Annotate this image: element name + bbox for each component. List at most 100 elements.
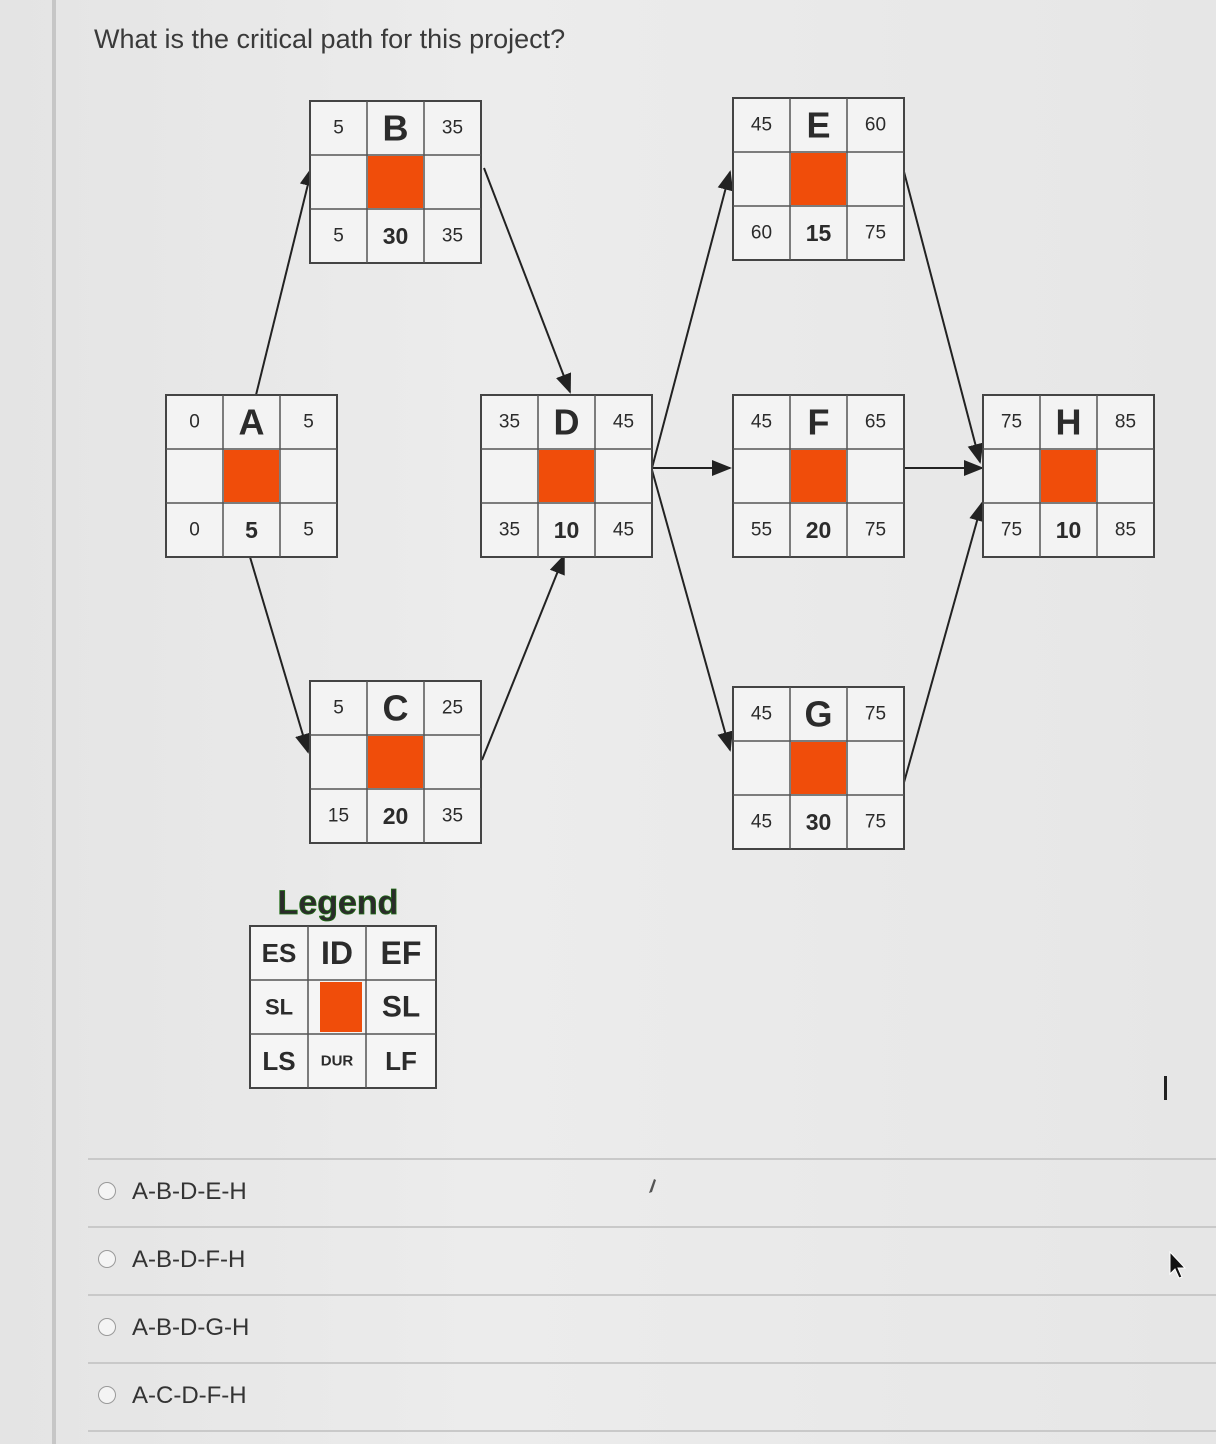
activity-node-h: 75 H 85 75 10 85 bbox=[982, 394, 1155, 558]
legend-sl-left: SL bbox=[265, 995, 293, 1020]
early-start: 45 bbox=[751, 704, 772, 725]
activity-id: A bbox=[239, 402, 265, 443]
legend-color-block bbox=[320, 982, 362, 1032]
activity-color-block bbox=[791, 153, 846, 205]
activity-id: E bbox=[806, 105, 830, 146]
duration: 30 bbox=[806, 809, 832, 835]
late-finish: 5 bbox=[303, 520, 314, 541]
early-start: 45 bbox=[751, 115, 772, 136]
early-finish: 45 bbox=[613, 412, 634, 433]
early-start: 5 bbox=[333, 118, 344, 139]
late-start: 15 bbox=[328, 806, 349, 827]
duration: 10 bbox=[554, 517, 580, 543]
legend-ef: EF bbox=[381, 935, 422, 971]
i-beam-icon bbox=[1164, 1076, 1167, 1100]
late-finish: 35 bbox=[442, 226, 463, 247]
radio-button-icon[interactable] bbox=[98, 1182, 116, 1200]
legend-dur: DUR bbox=[321, 1053, 354, 1070]
late-start: 45 bbox=[751, 812, 772, 833]
activity-node-b: 5 B 35 5 30 35 bbox=[309, 100, 482, 264]
early-start: 45 bbox=[751, 412, 772, 433]
activity-node-g: 45 G 75 45 30 75 bbox=[732, 686, 905, 850]
pen-mark-icon bbox=[649, 1179, 656, 1193]
legend-lf: LF bbox=[385, 1046, 417, 1076]
duration: 30 bbox=[383, 223, 409, 249]
answer-options: A-B-D-E-H A-B-D-F-H A-B-D-G-H A-C-D-F-H bbox=[88, 1158, 1216, 1432]
duration: 10 bbox=[1056, 517, 1082, 543]
activity-color-block bbox=[791, 450, 846, 502]
early-start: 0 bbox=[189, 412, 200, 433]
early-finish: 60 bbox=[865, 115, 886, 136]
activity-color-block bbox=[791, 742, 846, 794]
early-start: 35 bbox=[499, 412, 520, 433]
early-start: 75 bbox=[1001, 412, 1022, 433]
arrow-a-to-c bbox=[249, 556, 311, 754]
arrow-cursor-icon bbox=[1169, 1250, 1187, 1279]
activity-id: C bbox=[383, 688, 409, 729]
late-finish: 35 bbox=[442, 806, 463, 827]
early-finish: 65 bbox=[865, 412, 886, 433]
arrow-g-to-h bbox=[902, 501, 985, 787]
radio-button-icon[interactable] bbox=[98, 1318, 116, 1336]
legend-id: ID bbox=[321, 935, 353, 971]
late-start: 5 bbox=[333, 226, 344, 247]
late-finish: 85 bbox=[1115, 520, 1136, 541]
duration: 15 bbox=[806, 220, 832, 246]
duration: 20 bbox=[806, 517, 832, 543]
activity-id: G bbox=[804, 694, 832, 735]
page-left-border bbox=[52, 0, 56, 1444]
early-finish: 75 bbox=[865, 704, 886, 725]
duration: 5 bbox=[245, 517, 258, 543]
arrow-c-to-d bbox=[481, 554, 565, 761]
radio-button-icon[interactable] bbox=[98, 1386, 116, 1404]
arrow-a-to-b bbox=[255, 166, 316, 396]
activity-color-block bbox=[368, 156, 423, 208]
late-finish: 75 bbox=[865, 812, 886, 833]
late-start: 35 bbox=[499, 520, 520, 541]
option-4[interactable]: A-C-D-F-H bbox=[88, 1362, 1216, 1432]
activity-color-block bbox=[539, 450, 594, 502]
option-1[interactable]: A-B-D-E-H bbox=[88, 1158, 1216, 1226]
early-finish: 5 bbox=[303, 412, 314, 433]
activity-id: B bbox=[383, 108, 409, 149]
question-text: What is the critical path for this proje… bbox=[94, 24, 566, 54]
early-finish: 85 bbox=[1115, 412, 1136, 433]
late-start: 75 bbox=[1001, 520, 1022, 541]
radio-button-icon[interactable] bbox=[98, 1250, 116, 1268]
early-finish: 25 bbox=[442, 698, 463, 719]
activity-id: F bbox=[808, 402, 830, 443]
arrow-d-to-e bbox=[651, 170, 734, 469]
activity-color-block bbox=[368, 736, 423, 788]
activity-id: D bbox=[554, 402, 580, 443]
duration: 20 bbox=[383, 803, 409, 829]
late-start: 0 bbox=[189, 520, 200, 541]
network-arrows bbox=[249, 166, 985, 787]
legend-es: ES bbox=[262, 938, 297, 968]
activity-node-c: 5 C 25 15 20 35 bbox=[309, 680, 482, 844]
late-start: 55 bbox=[751, 520, 772, 541]
option-label: A-B-D-G-H bbox=[132, 1314, 250, 1341]
late-finish: 45 bbox=[613, 520, 634, 541]
early-start: 5 bbox=[333, 698, 344, 719]
option-3[interactable]: A-B-D-G-H bbox=[88, 1294, 1216, 1362]
arrow-e-to-h bbox=[902, 167, 984, 464]
activity-color-block bbox=[1041, 450, 1096, 502]
option-2[interactable]: A-B-D-F-H bbox=[88, 1226, 1216, 1294]
activity-id: H bbox=[1056, 402, 1082, 443]
early-finish: 35 bbox=[442, 118, 463, 139]
legend-ls: LS bbox=[262, 1046, 295, 1076]
activity-node-d: 35 D 45 35 10 45 bbox=[480, 394, 653, 558]
legend-title: Legend bbox=[278, 884, 399, 922]
activity-color-block bbox=[224, 450, 279, 502]
arrow-b-to-d bbox=[483, 167, 572, 394]
option-label: A-C-D-F-H bbox=[132, 1382, 247, 1409]
arrow-d-to-g bbox=[651, 469, 733, 752]
late-finish: 75 bbox=[865, 223, 886, 244]
legend-sl-right: SL bbox=[382, 991, 420, 1024]
